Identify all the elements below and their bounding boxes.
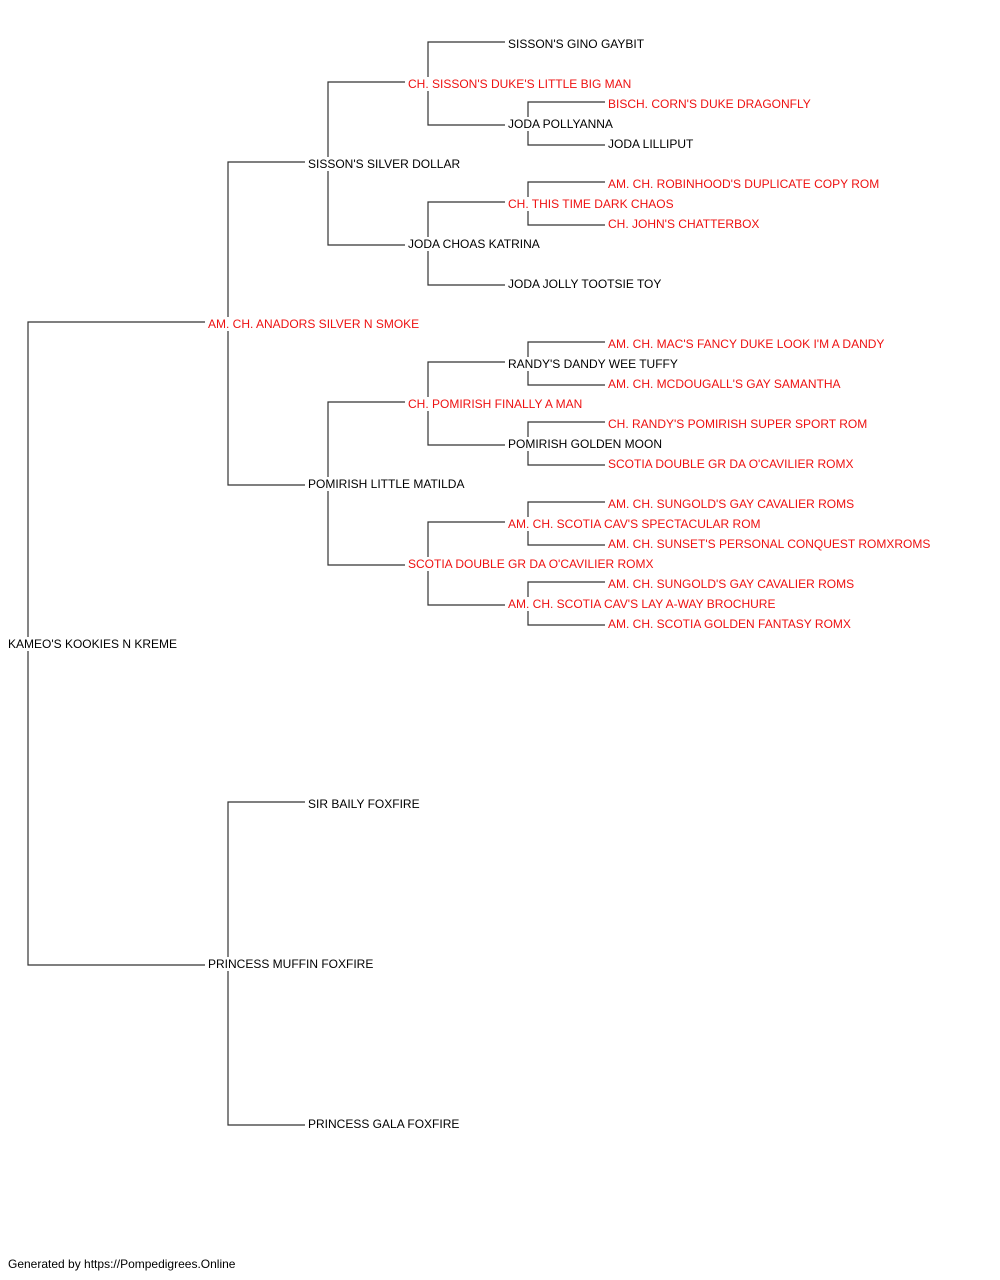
pedigree-node-sddd-sire: AM. CH. SUNGOLD'S GAY CAVALIER ROMS (608, 577, 857, 591)
pedigree-node-sdd-sire: AM. CH. SCOTIA CAV'S SPECTACULAR ROM (508, 517, 763, 531)
pedigree-node-ssd-sire: CH. THIS TIME DARK CHAOS (508, 197, 676, 211)
pedigree-node-sdds-sire: AM. CH. SUNGOLD'S GAY CAVALIER ROMS (608, 497, 857, 511)
pedigree-node-sd-sire: CH. POMIRISH FINALLY A MAN (408, 397, 585, 411)
footer-credit: Generated by https://Pompedigrees.Online (8, 1257, 236, 1271)
pedigree-node-sdds-dam: AM. CH. SUNSET'S PERSONAL CONQUEST ROMXR… (608, 537, 933, 551)
pedigree-node-ss-sire: CH. SISSON'S DUKE'S LITTLE BIG MAN (408, 77, 634, 91)
pedigree-node-dam-dam: PRINCESS GALA FOXFIRE (308, 1117, 462, 1131)
pedigree-node-sssd-dam: JODA LILLIPUT (608, 137, 696, 151)
pedigree-node-sire-dam: POMIRISH LITTLE MATILDA (308, 477, 467, 491)
pedigree-node-sss-sire: SISSON'S GINO GAYBIT (508, 37, 647, 51)
pedigree-node-sdss-sire: AM. CH. MAC'S FANCY DUKE LOOK I'M A DAND… (608, 337, 887, 351)
pedigree-node-sdss-dam: AM. CH. MCDOUGALL'S GAY SAMANTHA (608, 377, 843, 391)
pedigree-node-sire: AM. CH. ANADORS SILVER N SMOKE (208, 317, 422, 331)
pedigree-node-ss-dam: JODA CHOAS KATRINA (408, 237, 542, 251)
pedigree-node-sddd-dam: AM. CH. SCOTIA GOLDEN FANTASY ROMX (608, 617, 853, 631)
pedigree-node-sdsd-dam: SCOTIA DOUBLE GR DA O'CAVILIER ROMX (608, 457, 856, 471)
pedigree-node-dam: PRINCESS MUFFIN FOXFIRE (208, 957, 376, 971)
pedigree-node-sds-dam: POMIRISH GOLDEN MOON (508, 437, 665, 451)
pedigree-node-sss-dam: JODA POLLYANNA (508, 117, 615, 131)
pedigree-node-sdd-dam: AM. CH. SCOTIA CAV'S LAY A-WAY BROCHURE (508, 597, 778, 611)
pedigree-node-sds-sire: RANDY'S DANDY WEE TUFFY (508, 357, 680, 371)
pedigree-node-ssd-dam: JODA JOLLY TOOTSIE TOY (508, 277, 664, 291)
pedigree-node-dam-sire: SIR BAILY FOXFIRE (308, 797, 422, 811)
pedigree-node-sire-sire: SISSON'S SILVER DOLLAR (308, 157, 463, 171)
pedigree-node-sd-dam: SCOTIA DOUBLE GR DA O'CAVILIER ROMX (408, 557, 656, 571)
pedigree-node-subject: KAMEO'S KOOKIES N KREME (8, 637, 179, 651)
pedigree-node-sdsd-sire: CH. RANDY'S POMIRISH SUPER SPORT ROM (608, 417, 870, 431)
pedigree-node-ssds-dam: CH. JOHN'S CHATTERBOX (608, 217, 762, 231)
pedigree-node-sssd-sire: BISCH. CORN'S DUKE DRAGONFLY (608, 97, 813, 111)
pedigree-node-ssds-sire: AM. CH. ROBINHOOD'S DUPLICATE COPY ROM (608, 177, 882, 191)
